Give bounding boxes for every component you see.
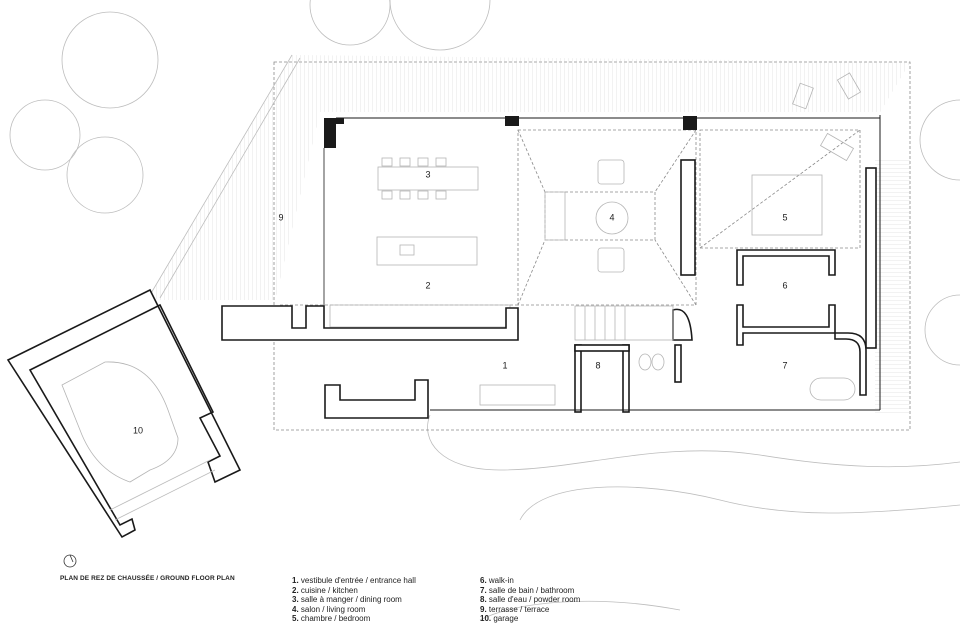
room-number-8: 8: [595, 360, 600, 370]
terrace-decking: [149, 54, 910, 415]
legend-item: 7. salle de bain / bathroom: [480, 585, 575, 595]
room-labels: 1 2 3 4 5 6 7 8 9 10: [133, 169, 788, 435]
legend-column-right: 6. walk-in 7. salle de bain / bathroom 8…: [480, 576, 580, 624]
bedroom-furniture: [751, 132, 855, 236]
landscape-paths: [427, 414, 960, 621]
room-number-2: 2: [425, 280, 430, 290]
legend-item: 2. cuisine / kitchen: [292, 585, 358, 595]
tree-circle: [389, 0, 491, 51]
trees: [9, 0, 960, 366]
room-number-7: 7: [782, 360, 787, 370]
tree-circle: [9, 99, 81, 171]
legend-item: 10. garage: [480, 614, 519, 624]
plan-caption: PLAN DE REZ DE CHAUSSÉE / GROUND FLOOR P…: [60, 575, 235, 582]
legend-item: 4. salon / living room: [292, 604, 366, 614]
garage: [6, 288, 242, 539]
legend-item: 5. chambre / bedroom: [292, 614, 371, 624]
dining-furniture: [329, 157, 511, 328]
room-number-5: 5: [782, 212, 787, 222]
living-furniture: [544, 159, 629, 273]
legend-item: 1. vestibule d'entrée / entrance hall: [292, 576, 416, 585]
room-number-6: 6: [782, 280, 787, 290]
legend-item: 6. walk-in: [480, 576, 514, 585]
walls: [221, 115, 881, 419]
tree-circle: [924, 294, 960, 366]
roof-outline: [273, 61, 911, 431]
legend-column-left: 1. vestibule d'entrée / entrance hall 2.…: [292, 576, 416, 624]
tree-circle: [61, 11, 159, 109]
legend-item: 9. terrasse / terrace: [480, 604, 550, 614]
room-number-10: 10: [133, 425, 143, 435]
stairs: [574, 305, 674, 341]
north-arrow-icon: [63, 554, 77, 568]
room-number-9: 9: [278, 212, 283, 222]
legend-item: 3. salle à manger / dining room: [292, 595, 402, 605]
ceiling-lines: [280, 129, 861, 306]
room-number-1: 1: [502, 360, 507, 370]
bath-fixtures: [479, 353, 856, 406]
tree-circle: [919, 99, 960, 181]
room-number-3: 3: [425, 169, 430, 179]
tree-circle: [309, 0, 391, 46]
tree-circle: [66, 136, 144, 214]
legend-item: 8. salle d'eau / powder room: [480, 595, 581, 605]
room-number-4: 4: [609, 212, 614, 222]
deck-chairs: [792, 72, 862, 110]
